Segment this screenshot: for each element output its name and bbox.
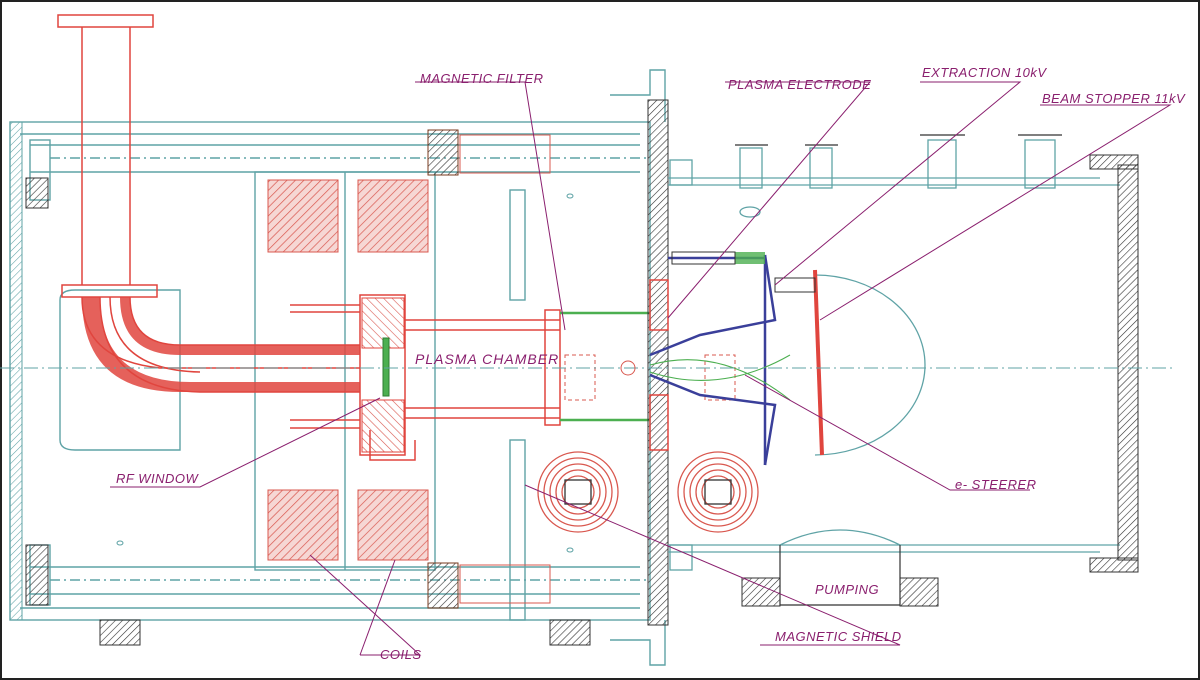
plasma-chamber: [290, 294, 561, 461]
label-plasma-chamber: PLASMA CHAMBER: [415, 351, 560, 367]
label-magnetic-shield: MAGNETIC SHIELD: [775, 629, 902, 644]
leader-lines: [110, 81, 1172, 656]
source-body: [9, 69, 666, 666]
vessel-flange-bottom: [1089, 557, 1139, 573]
label-coils: COILS: [380, 647, 422, 662]
magnetic-filter-rods: [560, 311, 650, 422]
label-extraction: EXTRACTION 10kV: [922, 65, 1047, 80]
vacuum-vessel: [668, 139, 1120, 571]
extraction-rod: [671, 251, 736, 265]
coils: [267, 179, 429, 561]
vessel-end-flange: [1117, 164, 1139, 561]
beam-stopper: [813, 269, 926, 456]
extraction-insulator: [735, 252, 765, 264]
tie-rods: [427, 129, 551, 609]
electrode-red-parts: [649, 279, 669, 451]
pumping-port: [779, 545, 901, 606]
port-flanges: [735, 134, 1062, 146]
label-rf-window: RF WINDOW: [116, 471, 199, 486]
label-magnetic-filter: MAGNETIC FILTER: [420, 71, 544, 86]
waveguide-fill-2: [120, 297, 360, 355]
magnetic-shield-left: [537, 451, 619, 533]
end-flange-left: [9, 121, 23, 621]
label-beam-stopper: BEAM STOPPER 11kV: [1042, 91, 1186, 106]
pumping-flange-left: [741, 577, 781, 607]
extraction-electrode: [649, 254, 777, 466]
magnetic-shield-right: [677, 451, 759, 533]
foot-right: [549, 619, 591, 646]
label-e-steerer: e- STEERER: [955, 477, 1037, 492]
filter-dashes: [564, 354, 736, 401]
waveguide-fill: [82, 297, 360, 392]
foot-left: [99, 619, 141, 646]
end-block-bottom: [25, 544, 49, 606]
axis-marker: [620, 360, 636, 376]
pumping-flange-right: [899, 577, 939, 607]
vessel-flange-top: [1089, 154, 1139, 170]
hole-marks: [116, 193, 574, 553]
chamber-flange-bottom: [361, 399, 405, 453]
beam-lines: [649, 354, 791, 401]
label-plasma-electrode: PLASMA ELECTRODE: [728, 77, 872, 92]
end-block-top: [25, 177, 49, 209]
rf-window-disc: [382, 337, 390, 397]
label-pumping: PUMPING: [815, 582, 880, 597]
